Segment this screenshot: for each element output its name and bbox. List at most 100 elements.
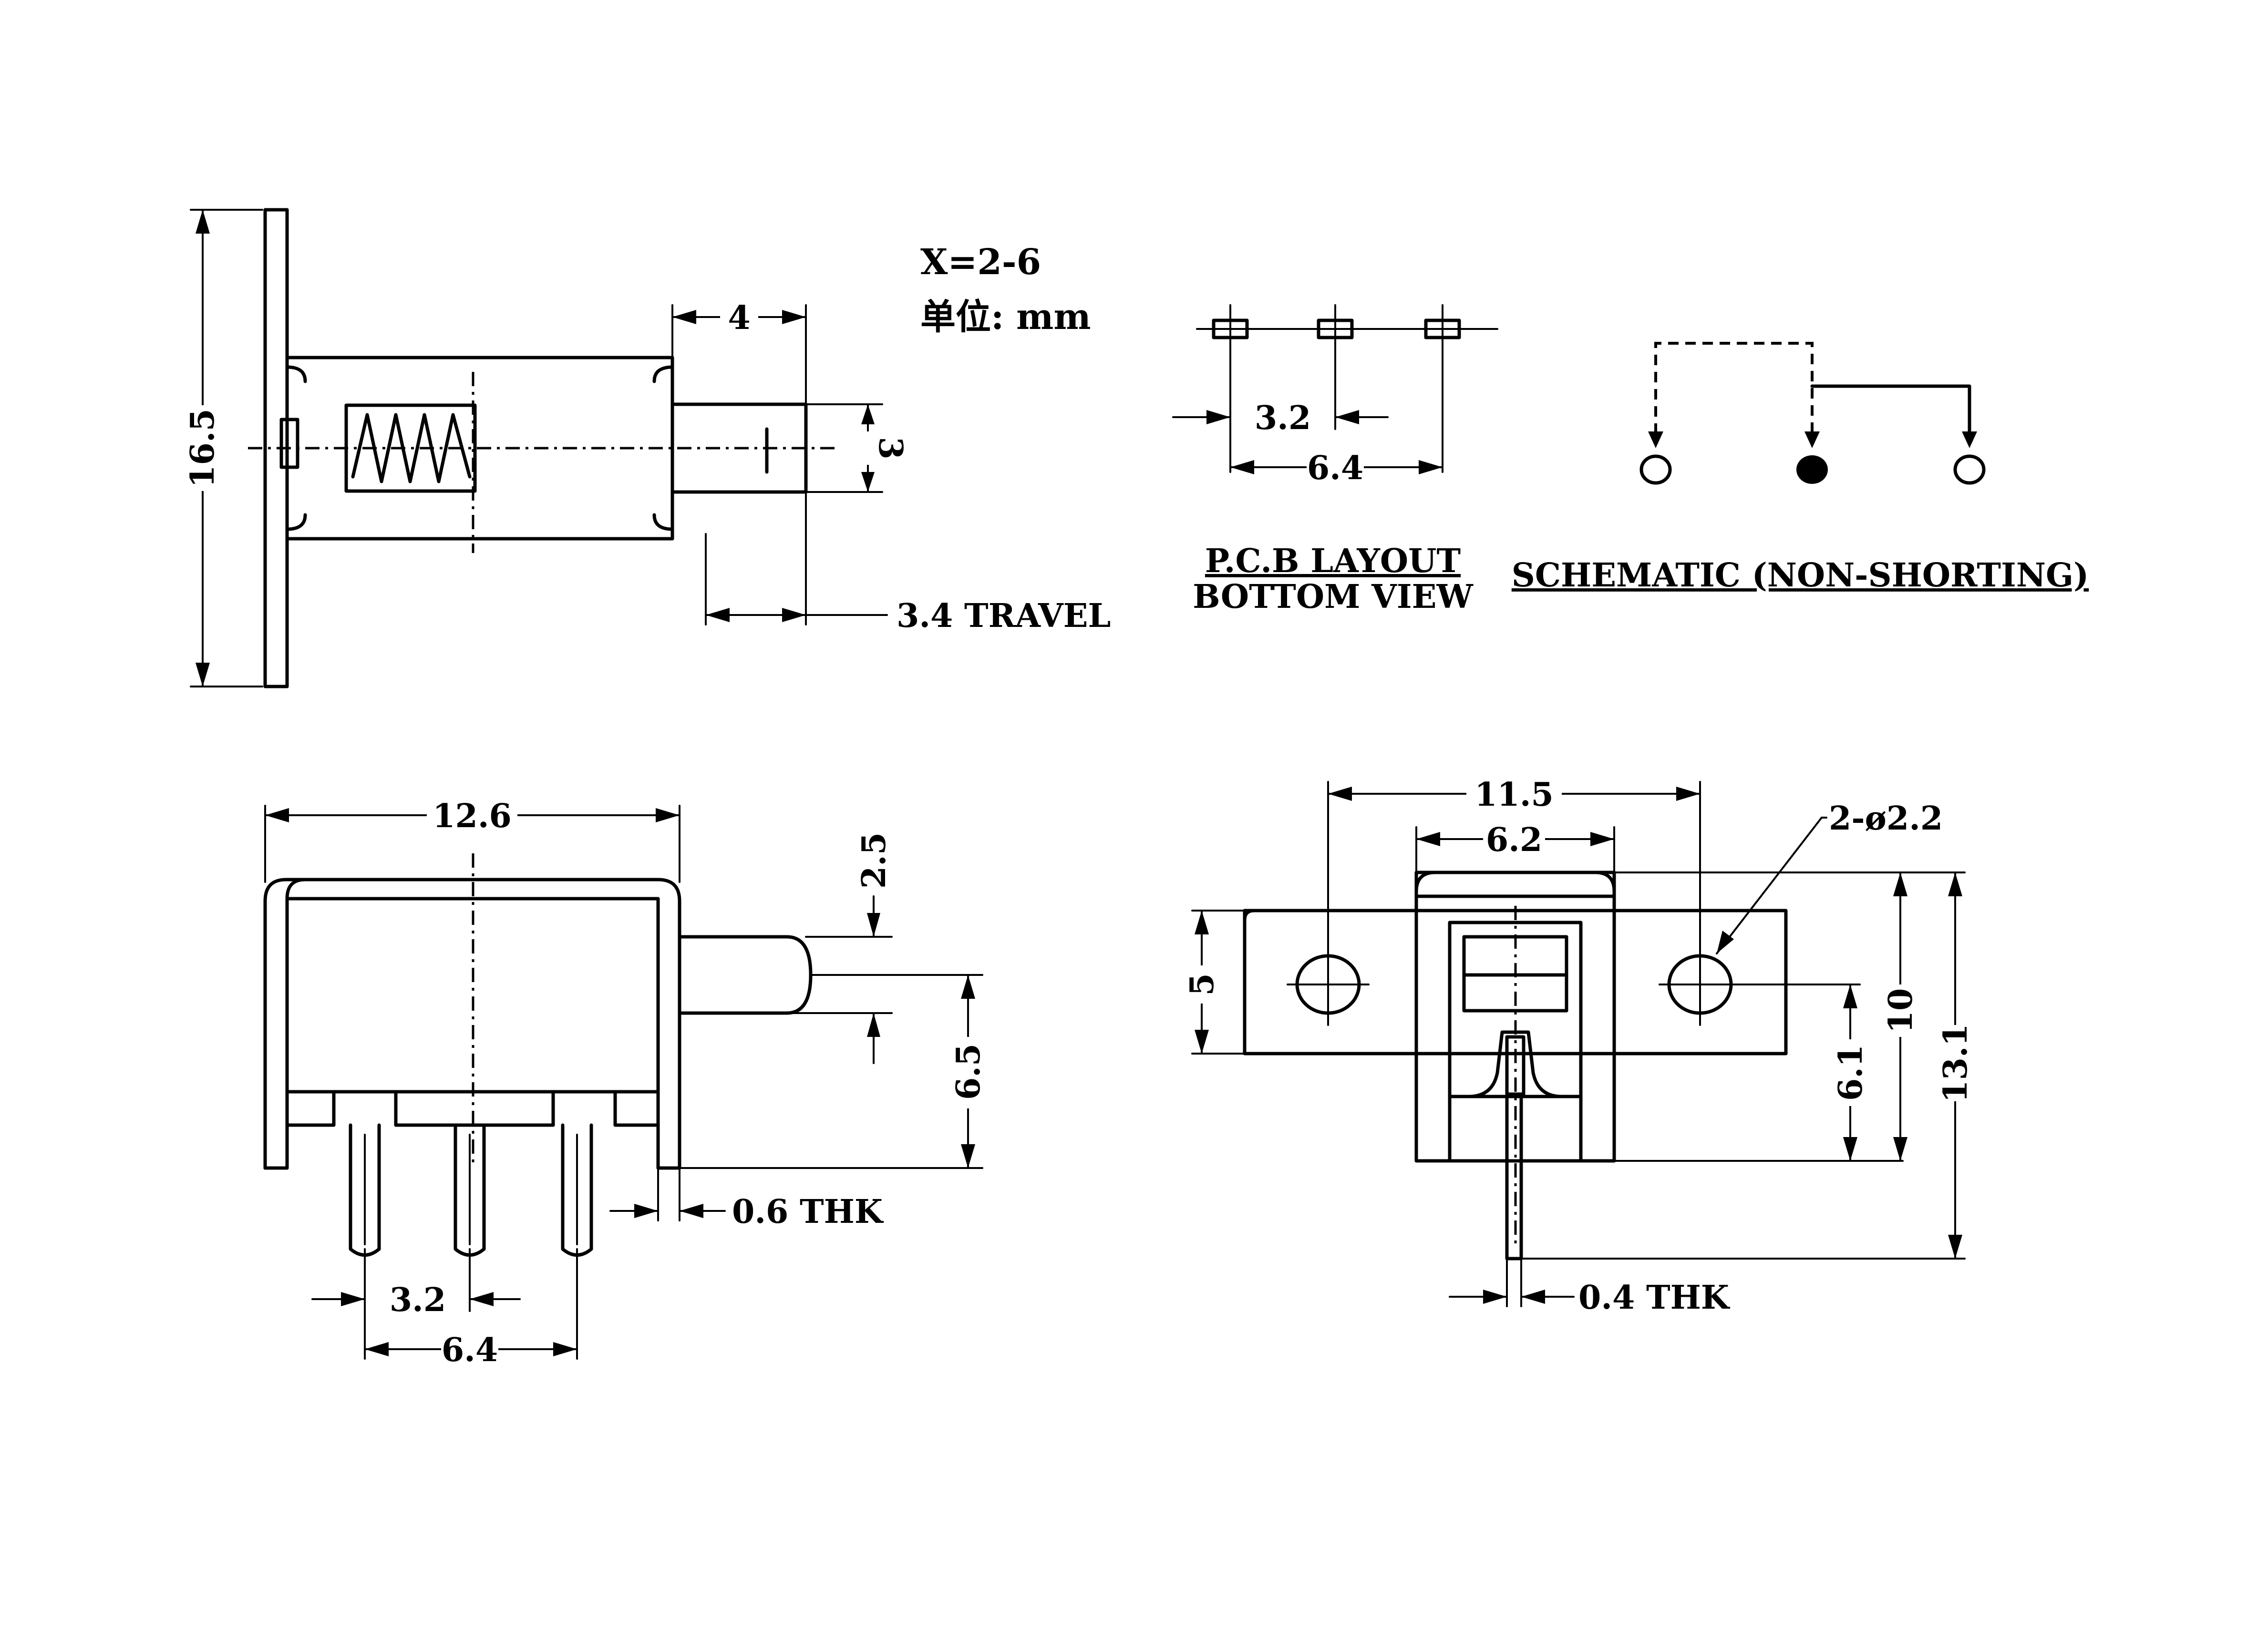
dim-gap (1185, 965, 1219, 1004)
dim-gap (951, 1037, 985, 1108)
schematic-title: SCHEMATIC (NON-SHORTING) (1512, 556, 2089, 594)
pcb-subtitle: BOTTOM VIEW (1193, 578, 1474, 616)
dim-10-label: 10 (1882, 988, 1920, 1034)
arrow (1416, 832, 1440, 846)
dim-5-label: 5 (1183, 973, 1221, 995)
dim-gap (1883, 984, 1917, 1037)
dim-2-5-label: 2.5 (855, 832, 893, 889)
dim-11-5-label: 11.5 (1474, 776, 1554, 814)
arrow (782, 608, 806, 622)
front-housing-outer (263, 878, 681, 1170)
arrow (961, 1144, 975, 1168)
mount-body-fillet-l (1414, 871, 1437, 893)
front-base-steps (285, 1090, 660, 1127)
arrow (1648, 431, 1663, 448)
arrow (1948, 1235, 1962, 1259)
arrow (365, 1342, 389, 1356)
mount-body-inner (1448, 921, 1583, 1163)
spring-coil (351, 413, 472, 483)
dim-gap (427, 797, 517, 832)
dim-gap (1938, 1025, 1972, 1101)
arrow (1590, 832, 1614, 846)
arrow (961, 975, 975, 999)
mount-terminal-top (1505, 1035, 1526, 1096)
front-fillet (285, 878, 307, 901)
mount-terminal-pin (1505, 1095, 1523, 1261)
arrow (672, 310, 696, 324)
arrow (1521, 1290, 1545, 1304)
arrow (861, 404, 875, 424)
dim-gap (441, 1332, 498, 1366)
pin-6-4-label: 6.4 (442, 1331, 498, 1369)
arrow (470, 1292, 494, 1306)
x-range-label: X=2-6 (920, 242, 1041, 283)
dim-6-5-label: 6.5 (949, 1044, 988, 1100)
arrow (1419, 460, 1443, 474)
arrow (196, 663, 210, 687)
mount-view: 11.5 6.2 2-ø2.2 5 6.1 (1183, 776, 1975, 1317)
arrow (867, 913, 880, 937)
arrow (706, 608, 730, 622)
mount-body (1414, 871, 1616, 1163)
pcb-3-2-label: 3.2 (1255, 399, 1311, 437)
thk-0-4-label: 0.4 THK (1578, 1279, 1731, 1317)
front-plunger (678, 935, 813, 1015)
arrow (1195, 1030, 1209, 1054)
front-view: 12.6 2.5 6.5 0.6 THK 3.2 (263, 797, 988, 1369)
arrow (867, 1013, 880, 1037)
arrow (1483, 1290, 1507, 1304)
travel-label: 3.4 TRAVEL (897, 597, 1111, 635)
dim-gap (187, 405, 218, 491)
dim-gap (852, 431, 885, 465)
arrow (1843, 1137, 1857, 1161)
arrow (1893, 872, 1907, 896)
side-fillet-bl (285, 513, 307, 531)
arrow (782, 310, 806, 324)
dim-gap (720, 299, 758, 335)
arrow (1948, 872, 1962, 896)
terminal-open-left (1639, 454, 1672, 485)
arrow (1328, 787, 1352, 801)
arrow (1230, 460, 1254, 474)
dim-gap (1483, 821, 1545, 857)
side-fillet-tr (652, 365, 674, 383)
arrow (1893, 1137, 1907, 1161)
side-body (285, 356, 674, 541)
arrow (1804, 431, 1820, 448)
arrow (1962, 431, 1977, 448)
dim-gap (1466, 776, 1562, 811)
pcb-layout: 3.2 6.4 P.C.B LAYOUT BOTTOM VIEW (1172, 304, 1498, 616)
dim-12-6-label: 12.6 (433, 797, 512, 835)
arrow (1195, 911, 1209, 934)
schematic: SCHEMATIC (NON-SHORTING) (1512, 342, 2089, 594)
schematic-solid-path (1810, 384, 1971, 436)
dim-gap (1307, 451, 1364, 484)
dim-13-1-label: 13.1 (1937, 1024, 1975, 1103)
pcb-6-4-label: 6.4 (1307, 449, 1363, 487)
side-fillet-tl (285, 365, 307, 383)
arrow (1335, 410, 1359, 424)
arrow (341, 1292, 365, 1306)
arrow (656, 808, 680, 822)
schematic-dashed-path (1654, 342, 1814, 434)
dim-gap (1833, 1039, 1867, 1106)
thk-0-6-label: 0.6 THK (732, 1193, 884, 1231)
arrow (196, 210, 210, 234)
arrow (1676, 787, 1700, 801)
front-housing-inner (263, 897, 681, 1170)
unit-label: 单位: mm (920, 297, 1091, 338)
holes-leader (1716, 817, 1823, 954)
arrow (634, 1204, 658, 1218)
arrow (265, 808, 289, 822)
dim-3-label: 3 (871, 437, 909, 459)
dim-6-2-label: 6.2 (1486, 821, 1542, 859)
dim-4-label: 4 (728, 299, 750, 337)
terminal-common (1796, 455, 1828, 484)
arrow (1206, 410, 1230, 424)
arrow (1843, 984, 1857, 1008)
mount-flange-corner (1243, 909, 1256, 922)
arrow (680, 1204, 703, 1218)
pin-3-2-label: 3.2 (390, 1281, 446, 1319)
side-slot (279, 418, 299, 469)
